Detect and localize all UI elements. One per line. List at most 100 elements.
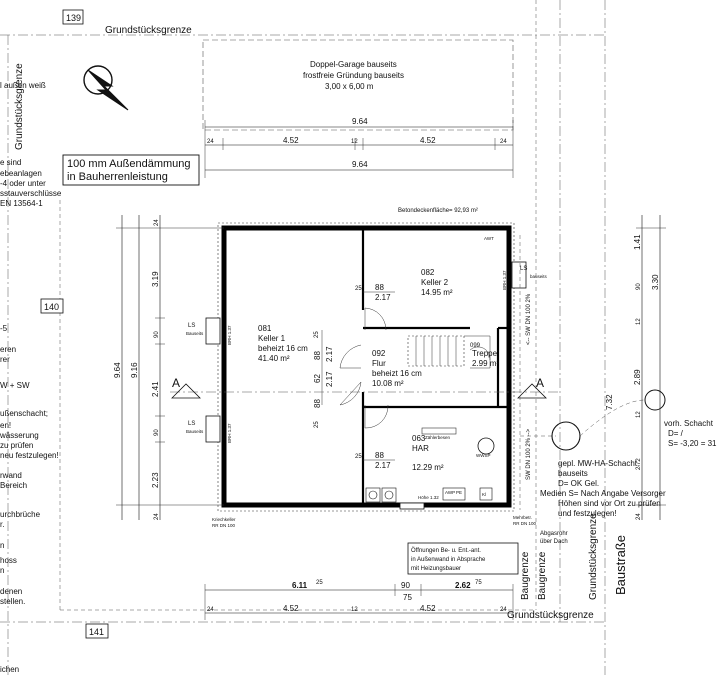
brh3-label: BRH 1.37	[502, 270, 507, 290]
dim-left-seg1: 3.19	[151, 271, 160, 287]
dim-bottom-r1-2: 2.62	[455, 581, 471, 590]
openings-line3: mit Heizungsbauer	[411, 566, 461, 572]
baugrenze-bottom-label: Baugrenze	[537, 551, 548, 600]
inner-25-top: 25	[355, 286, 362, 292]
pe-label: PE	[456, 490, 462, 495]
left-note-18: r.	[0, 520, 4, 529]
power-supply-icon	[83, 65, 129, 111]
inner-88-bottom: 88	[375, 451, 384, 460]
dim-right-seg6: 12	[636, 411, 642, 418]
garage-line2: frostfreie Gründung bauseits	[303, 71, 404, 80]
flur-sub: beheizt 16 cm	[372, 369, 422, 378]
section-marker-right: A	[517, 376, 547, 399]
dim-bottom-r1-0: 6.11	[292, 581, 308, 590]
inner-217-bottom: 2.17	[375, 461, 391, 470]
inner-dims: 081 25 88 2.17 25 88 2.17 25 88 2.17 62 …	[313, 283, 395, 470]
brh1-label: BRH 1.37	[227, 325, 232, 345]
left-note-17: urchbrüche	[0, 510, 41, 519]
garage-line1: Doppel-Garage bauseits	[310, 60, 397, 69]
left-note-14: neu festzulegen!	[0, 451, 59, 460]
left-note-21: n	[0, 566, 4, 575]
inner-v-25b: 25	[314, 421, 320, 428]
keller1-sub: beheizt 16 cm	[258, 344, 308, 353]
dims-bottom: 6.11 25 90 2.62 75 75 24 4.52 12 4.52 24	[204, 580, 514, 620]
awp-box	[442, 487, 466, 501]
inner-v-88a: 88	[313, 351, 322, 360]
dim-bottom-r3-0: 24	[207, 607, 214, 613]
parcel-140-box	[40, 298, 64, 314]
dim-right-seg5: 7.32	[605, 394, 614, 410]
window-har	[399, 502, 425, 510]
dim-top-seg3: 4.52	[420, 136, 436, 145]
washer-box	[365, 487, 381, 503]
dim-top-total2: 9.64	[352, 160, 368, 169]
dims-right: 1.41 90 3.30 12 2.89 7.32 12 2.72 24	[605, 215, 666, 520]
kl-box	[479, 487, 493, 501]
keller1-name: Keller 1	[258, 334, 286, 343]
dim-right-seg2: 3.30	[651, 274, 660, 290]
left-note-11: en!	[0, 421, 11, 430]
dim-left-total2: 9.16	[130, 362, 139, 378]
window-keller2	[511, 261, 527, 289]
keller2-name: Keller 2	[421, 278, 449, 287]
dim-top-seg1: 4.52	[283, 136, 299, 145]
section-marker-left: A	[171, 376, 201, 399]
dim-left-seg6: 24	[154, 513, 160, 520]
dim-bottom-r3-1: 4.52	[283, 604, 299, 613]
dim-top-seg2: 12	[351, 139, 358, 145]
stair	[407, 335, 491, 369]
sw1-label: <-- SW DN 100 2%	[526, 293, 532, 345]
baugrenze-right-label: Baugrenze	[520, 551, 531, 600]
left-note-7: eren	[0, 345, 16, 354]
insulation-outline	[217, 222, 515, 512]
left-note-5: EN 13564-1	[0, 199, 43, 208]
window-keller1-bottom	[205, 415, 221, 443]
har-num: 063	[412, 434, 426, 443]
shaft-connection	[579, 399, 646, 437]
inner-v-217a: 2.17	[325, 346, 334, 362]
left-note-2: ebeanlagen	[0, 169, 42, 178]
parcel-140-label: 140	[44, 302, 59, 312]
boundary-top-label: Grundstücksgrenze	[105, 25, 192, 36]
schacht-line4: Medien S= Nach Angabe Versorger	[540, 489, 666, 498]
left-note-16: Bereich	[0, 481, 27, 490]
window-keller1-top	[205, 317, 221, 345]
hoehe-label: Höhe 1.32	[418, 495, 439, 500]
dim-bottom-r3-2: 12	[351, 607, 358, 613]
schacht-line3: D= OK Gel.	[558, 479, 599, 488]
kriechkeller-label: Kriechkeller	[212, 517, 236, 522]
dim-right-seg7: 2.72	[636, 458, 642, 470]
inner-v-62: 62	[313, 374, 322, 383]
keller1-area: 41.40 m²	[258, 354, 290, 363]
dim-right-seg8: 24	[636, 513, 642, 520]
dim-right-seg0: 1.41	[633, 234, 642, 250]
boundary-right-label: Grundstücksgrenze	[588, 513, 599, 600]
svg-text:A: A	[536, 376, 544, 390]
dim-left-seg3: 2.41	[151, 381, 160, 397]
vorh-line2: D= /	[668, 429, 684, 438]
ls1-label: LS	[188, 323, 195, 329]
treppe-num: 099	[470, 343, 481, 349]
schacht-line5: Höhen sind vor Ort zu prüfen	[558, 499, 661, 508]
left-note-6: -5	[0, 324, 8, 333]
left-note-1: e sind	[0, 158, 21, 167]
dim-bottom-r1-0-sup: 25	[316, 580, 323, 586]
left-note-10: ußenschacht;	[0, 409, 48, 418]
left-note-3: -4 oder unter	[0, 179, 46, 188]
left-note-12: wässerung	[0, 431, 39, 440]
street-label: Baustraße	[613, 535, 628, 595]
dim-left-seg5: 2.23	[151, 472, 160, 488]
left-note-23: stellen.	[0, 597, 25, 606]
rr-label: RR DN 100	[513, 521, 537, 526]
dims-left: 9.64 9.16 24 3.19 90 2.41 90 2.23 24	[113, 215, 224, 520]
dim-right-seg3: 12	[636, 318, 642, 325]
dim-left-seg4: 90	[154, 429, 160, 436]
zaehler-label: Zählerbesen	[425, 435, 451, 440]
insulation-line1: 100 mm Außendämmung	[67, 158, 191, 170]
har-name: HAR	[412, 444, 429, 453]
dim-bottom-r1-1: 90	[401, 581, 410, 590]
flur-area: 10.08 m²	[372, 379, 404, 388]
schacht-line1: gepl. MW-HA-Schacht,	[558, 459, 639, 468]
